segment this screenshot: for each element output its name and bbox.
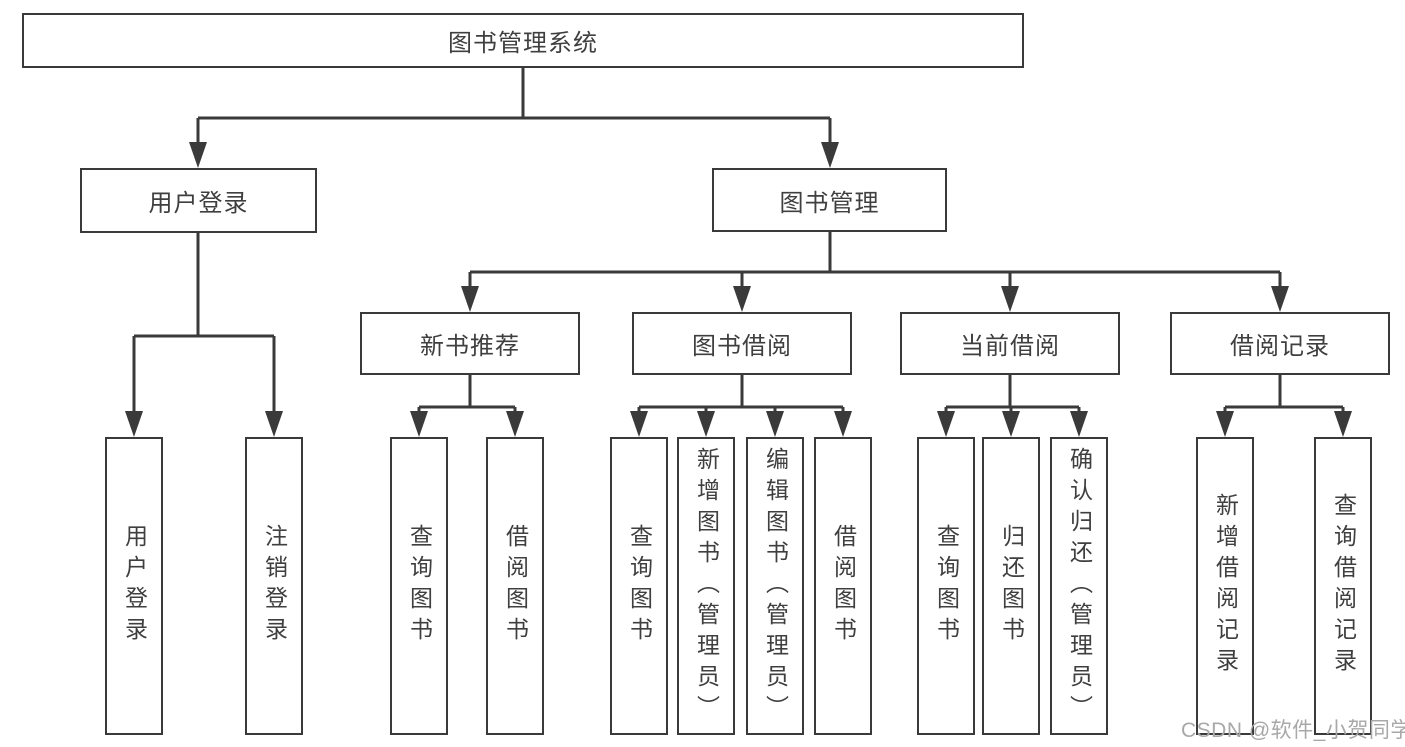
connectors-user-login-children [125,233,283,437]
connectors-borrow-records-children [1216,375,1352,437]
node-leaf-borrow-books: 借阅图书 [814,437,872,735]
node-leaf-add-book-admin: 新增图书（管理员） [677,437,735,735]
connectors-new-book-recommend-children [410,375,524,437]
csdn-watermark: CSDN @软件_小贺同学 [1181,719,1405,742]
node-leaf-query-books-recommend: 查询图书 [390,437,448,735]
node-new-book-recommend: 新书推荐 [360,312,580,375]
connectors-book-borrow-children [630,375,852,437]
connectors-root-to-level2 [189,68,839,168]
node-leaf-query-books-borrow: 查询图书 [610,437,668,735]
node-leaf-return-book: 归还图书 [982,437,1040,735]
node-leaf-confirm-return-admin: 确认归还（管理员） [1050,437,1108,735]
node-leaf-edit-book-admin: 编辑图书（管理员） [746,437,804,735]
node-leaf-logout: 注销登录 [245,437,303,735]
node-borrow-records: 借阅记录 [1170,312,1390,375]
node-leaf-query-books-current: 查询图书 [917,437,975,735]
connectors-current-borrow-children [937,375,1088,437]
node-root-library-management-system: 图书管理系统 [22,13,1024,68]
node-book-management: 图书管理 [712,168,947,232]
node-leaf-user-login: 用户登录 [105,437,163,735]
connectors-book-management-children [461,232,1289,312]
node-leaf-add-borrow-record: 新增借阅记录 [1196,437,1254,735]
node-leaf-borrow-books-recommend: 借阅图书 [486,437,544,735]
node-current-borrow: 当前借阅 [900,312,1120,375]
node-book-borrow: 图书借阅 [632,312,852,375]
node-user-login: 用户登录 [80,168,317,233]
node-leaf-query-borrow-record: 查询借阅记录 [1314,437,1372,735]
